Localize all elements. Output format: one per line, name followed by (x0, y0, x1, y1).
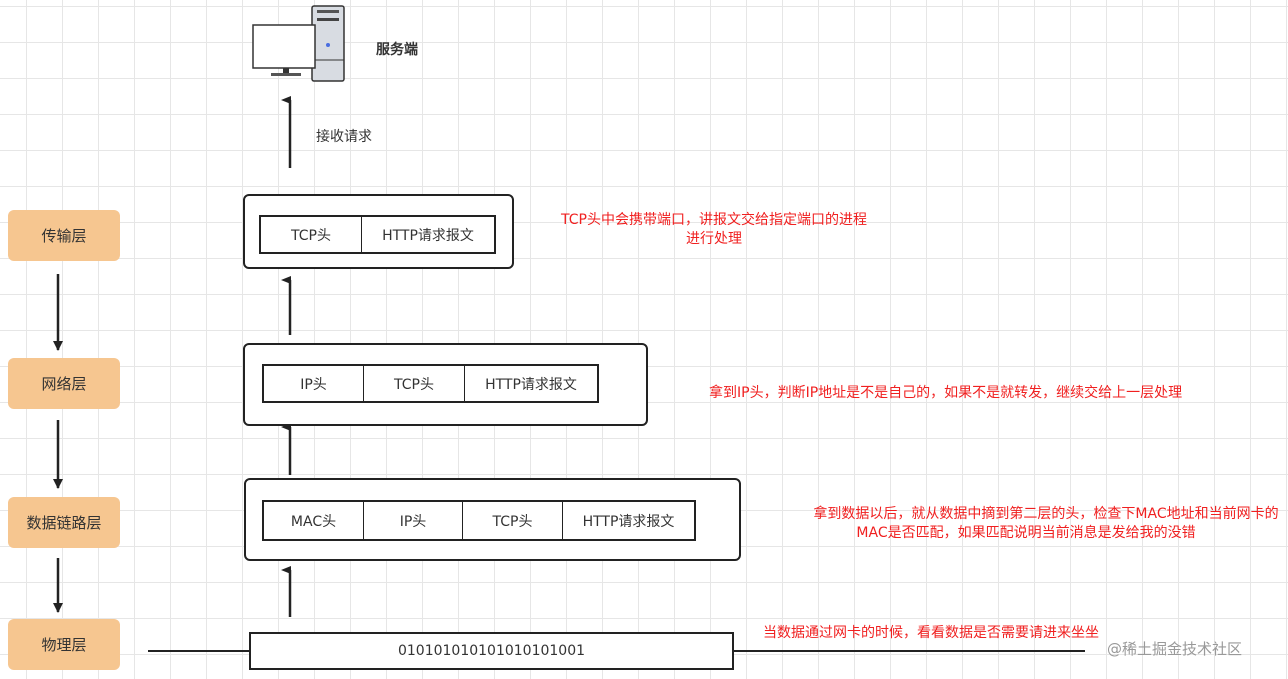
note-line: 拿到数据以后，就从数据中摘到第二层的头，检查下MAC地址和当前网卡的 (813, 506, 1279, 522)
note-physical: 当数据通过网卡的时候，看看数据是否需要请进来坐坐 (763, 625, 1099, 641)
server-label: 服务端 (376, 42, 418, 58)
packet-cell: HTTP请求报文 (582, 513, 675, 530)
network-frame (243, 343, 648, 426)
note-line: 进行处理 (686, 231, 742, 247)
transport-frame (243, 194, 514, 269)
datalink-frame (244, 478, 741, 561)
datalink-packet: MAC头 IP头 TCP头 HTTP请求报文 (262, 500, 696, 541)
server-icon (252, 5, 345, 82)
network-packet: IP头 TCP头 HTTP请求报文 (262, 364, 599, 403)
receive-label: 接收请求 (316, 129, 372, 145)
packet-cell: HTTP请求报文 (485, 376, 577, 393)
packet-cell: MAC头 (264, 502, 364, 539)
bits-text: 010101010101010101001 (397, 643, 586, 659)
packet-cell: TCP头 (364, 366, 465, 401)
layer-datalink: 数据链路层 (8, 497, 120, 548)
packet-cell: IP头 (264, 366, 364, 401)
layer-transport: 传输层 (8, 210, 120, 261)
note-network: 拿到IP头，判断IP地址是不是自己的，如果不是就转发，继续交给上一层处理 (709, 385, 1183, 401)
packet-cell: TCP头 (463, 502, 563, 539)
note-line: TCP头中会携带端口，讲报文交给指定端口的进程 (561, 212, 867, 228)
layer-physical: 物理层 (8, 619, 120, 670)
transport-packet: TCP头 HTTP请求报文 (259, 215, 496, 254)
physical-bits: 010101010101010101001 (249, 632, 734, 670)
layer-network: 网络层 (8, 358, 120, 409)
packet-cell: IP头 (364, 502, 463, 539)
watermark: @稀土掘金技术社区 (1107, 640, 1243, 658)
packet-cell: HTTP请求报文 (382, 227, 474, 244)
note-line: MAC是否匹配，如果匹配说明当前消息是发给我的没错 (856, 525, 1196, 541)
note-transport: TCP头中会携带端口，讲报文交给指定端口的进程 进行处理 (539, 211, 889, 249)
note-datalink: 拿到数据以后，就从数据中摘到第二层的头，检查下MAC地址和当前网卡的 MAC是否… (766, 505, 1288, 543)
packet-cell: TCP头 (261, 217, 362, 252)
